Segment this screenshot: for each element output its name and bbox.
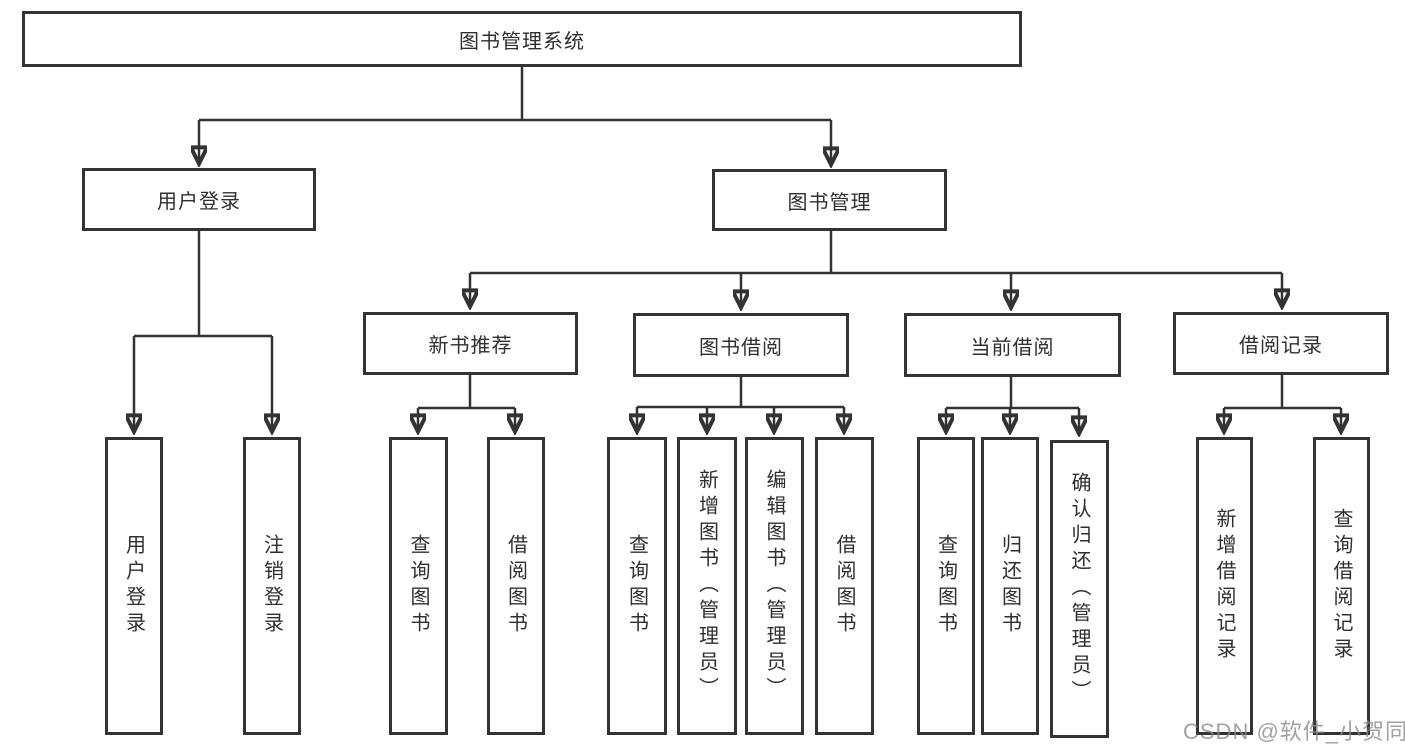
node-book-borrow: 图书借阅 — [633, 313, 849, 377]
node-return-books: 归还图书 — [981, 437, 1039, 735]
node-current-borrow: 当前借阅 — [904, 313, 1121, 377]
node-recommend-borrow-books: 借阅图书 — [487, 437, 545, 735]
csdn-watermark: CSDN @软件_小贺同学 — [1183, 719, 1405, 744]
node-logout-action: 注销登录 — [243, 437, 301, 735]
node-library-management-system: 图书管理系统 — [22, 11, 1022, 67]
node-book-management-module: 图书管理 — [712, 169, 947, 231]
edge-root-to-level2 — [199, 66, 831, 163]
node-add-books-admin: 新增图书（管理员） — [677, 437, 737, 735]
node-user-login-module: 用户登录 — [82, 168, 316, 231]
node-edit-books-admin: 编辑图书（管理员） — [745, 437, 804, 735]
edge-current-borrow-branch — [946, 377, 1079, 432]
node-current-query-books: 查询图书 — [917, 437, 975, 735]
node-confirm-return-admin: 确认归还（管理员） — [1050, 440, 1109, 738]
node-borrow-query-books: 查询图书 — [607, 437, 667, 735]
node-add-borrow-record: 新增借阅记录 — [1196, 437, 1253, 735]
edge-new-book-recommend-branch — [418, 375, 515, 430]
node-borrow-books-action: 借阅图书 — [815, 437, 874, 735]
node-user-login-action: 用户登录 — [105, 437, 163, 735]
node-new-book-recommend: 新书推荐 — [363, 312, 578, 375]
node-recommend-query-books: 查询图书 — [389, 437, 448, 735]
edge-book-borrow-branch — [637, 377, 844, 430]
edge-book-management-branch — [470, 231, 1282, 306]
node-query-borrow-record: 查询借阅记录 — [1313, 437, 1370, 735]
edge-borrow-records-branch — [1224, 375, 1341, 430]
edge-user-login-branch — [134, 231, 272, 430]
node-borrow-records: 借阅记录 — [1173, 312, 1389, 375]
